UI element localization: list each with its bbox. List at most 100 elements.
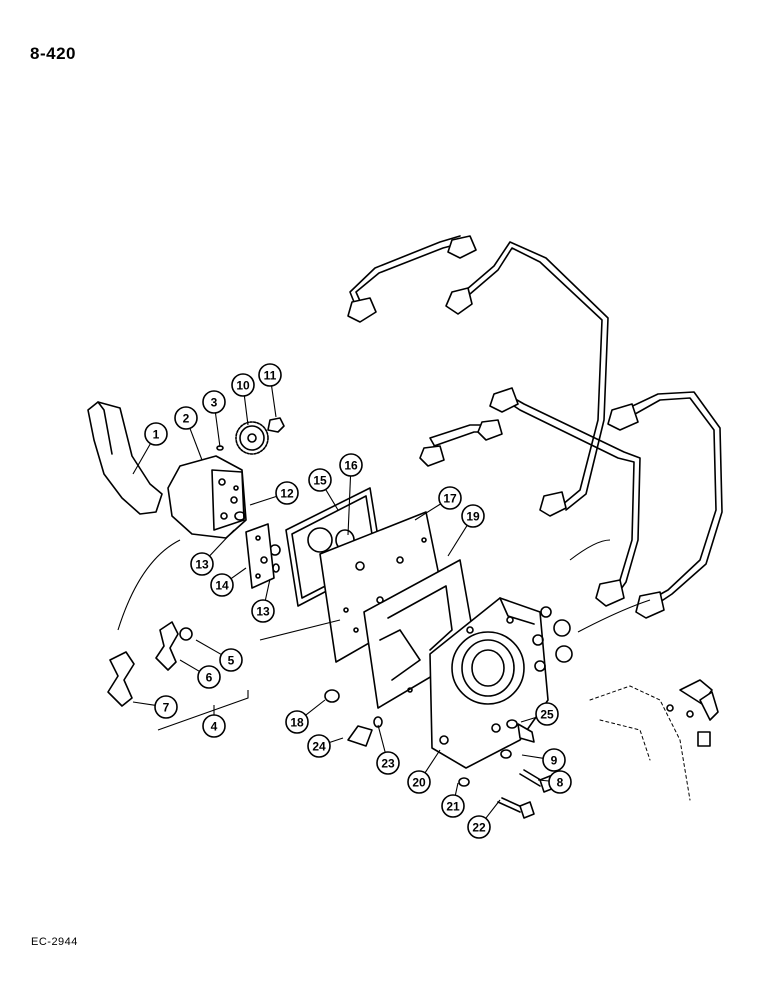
callout-leader-line bbox=[179, 659, 200, 672]
callout-label: 19 bbox=[466, 510, 480, 524]
engine-block-hint bbox=[589, 679, 719, 801]
part-14-plate bbox=[245, 523, 275, 589]
callout-11: 11 bbox=[258, 363, 282, 418]
callout-leader-line bbox=[329, 737, 344, 744]
callout-label: 6 bbox=[206, 671, 213, 685]
callout-leader-line bbox=[214, 412, 221, 448]
callout-9: 9 bbox=[521, 748, 566, 772]
callout-leader-line bbox=[414, 503, 441, 521]
seal-kit-parts bbox=[107, 621, 193, 707]
callout-leader-line bbox=[305, 699, 326, 716]
callout-leader-line bbox=[521, 754, 544, 759]
callout-leader-line bbox=[520, 716, 537, 723]
callout-21: 21 bbox=[441, 782, 465, 818]
callout-circle bbox=[535, 702, 559, 726]
callout-label: 11 bbox=[264, 369, 277, 383]
callout-circle bbox=[407, 770, 431, 794]
assembly-sweep-lines bbox=[117, 539, 651, 641]
callout-circle bbox=[210, 573, 234, 597]
callout-label: 10 bbox=[236, 379, 250, 393]
callout-label: 12 bbox=[280, 487, 294, 501]
body-fittings bbox=[532, 606, 573, 672]
callout-circle bbox=[307, 734, 331, 758]
drawing-code: EC-2944 bbox=[31, 936, 78, 948]
callout-leader-line bbox=[230, 567, 247, 580]
callout-circle bbox=[542, 748, 566, 772]
callout-label: 17 bbox=[443, 492, 457, 506]
callout-circle bbox=[438, 486, 462, 510]
callout-label: 24 bbox=[312, 740, 326, 754]
callout-15: 15 bbox=[308, 468, 339, 511]
callout-2: 2 bbox=[174, 406, 203, 461]
callout-leader-line bbox=[189, 428, 203, 461]
callout-label: 4 bbox=[211, 720, 218, 734]
callout-19: 19 bbox=[447, 504, 485, 557]
callout-label: 3 bbox=[211, 396, 218, 410]
page-number: 8-420 bbox=[30, 44, 76, 63]
callout-circle bbox=[202, 390, 226, 414]
callout-label: 1 bbox=[153, 428, 160, 442]
callout-22: 22 bbox=[467, 799, 501, 839]
callout-circle bbox=[275, 481, 299, 505]
callout-circle bbox=[144, 422, 168, 446]
callout-circle bbox=[308, 468, 332, 492]
callout-8: 8 bbox=[537, 770, 572, 794]
callout-circle bbox=[285, 710, 309, 734]
callout-14: 14 bbox=[210, 567, 247, 597]
callout-leader-line bbox=[209, 529, 235, 557]
callout-circle bbox=[174, 406, 198, 430]
callout-13: 13 bbox=[190, 529, 235, 576]
callout-circle bbox=[197, 665, 221, 689]
callout-leader-line bbox=[249, 495, 277, 506]
callout-10: 10 bbox=[231, 373, 255, 426]
callout-circle bbox=[461, 504, 485, 528]
callout-20: 20 bbox=[407, 749, 441, 794]
callout-leader-line bbox=[243, 395, 249, 426]
part-10-gear bbox=[235, 421, 269, 455]
callout-leader-line bbox=[537, 779, 550, 782]
callout-leader-line bbox=[132, 701, 156, 706]
callout-18: 18 bbox=[285, 699, 326, 734]
callout-leader-line bbox=[264, 578, 271, 601]
callout-label: 9 bbox=[551, 754, 558, 768]
callout-label: 21 bbox=[446, 800, 460, 814]
callout-label: 25 bbox=[540, 708, 554, 722]
part-11-nut bbox=[267, 417, 285, 433]
callout-circle bbox=[548, 770, 572, 794]
callout-circle bbox=[202, 714, 226, 738]
callout-7: 7 bbox=[132, 695, 178, 719]
callout-leader-line bbox=[132, 443, 151, 475]
callout-5: 5 bbox=[195, 639, 243, 672]
callout-label: 2 bbox=[183, 412, 190, 426]
callout-leader-line bbox=[485, 799, 501, 819]
callout-circle bbox=[441, 794, 465, 818]
callout-label: 15 bbox=[313, 474, 327, 488]
callout-circle bbox=[251, 599, 275, 623]
callout-13: 13 bbox=[251, 578, 275, 623]
callout-label: 18 bbox=[290, 716, 304, 730]
callout-leader-line bbox=[271, 385, 277, 418]
callout-circle bbox=[339, 453, 363, 477]
callout-label: 7 bbox=[163, 701, 170, 715]
callout-leader-line bbox=[377, 724, 386, 753]
callout-25: 25 bbox=[520, 702, 559, 726]
part-1-bracket bbox=[87, 401, 163, 515]
callout-label: 22 bbox=[472, 821, 486, 835]
callout-6: 6 bbox=[179, 659, 221, 689]
callout-label: 5 bbox=[228, 654, 235, 668]
callout-circle bbox=[231, 373, 255, 397]
callout-label: 13 bbox=[195, 558, 209, 572]
callout-24: 24 bbox=[307, 734, 344, 758]
callout-label: 20 bbox=[412, 776, 426, 790]
callout-16: 16 bbox=[339, 453, 363, 536]
callout-leader-line bbox=[447, 525, 468, 557]
callout-leader-line bbox=[347, 475, 352, 536]
callout-label: 13 bbox=[256, 605, 270, 619]
small-fittings bbox=[324, 689, 383, 747]
callout-circle bbox=[154, 695, 178, 719]
callout-leader-line bbox=[325, 489, 339, 511]
callout-leader-line bbox=[195, 639, 222, 656]
callout-12: 12 bbox=[249, 481, 299, 506]
